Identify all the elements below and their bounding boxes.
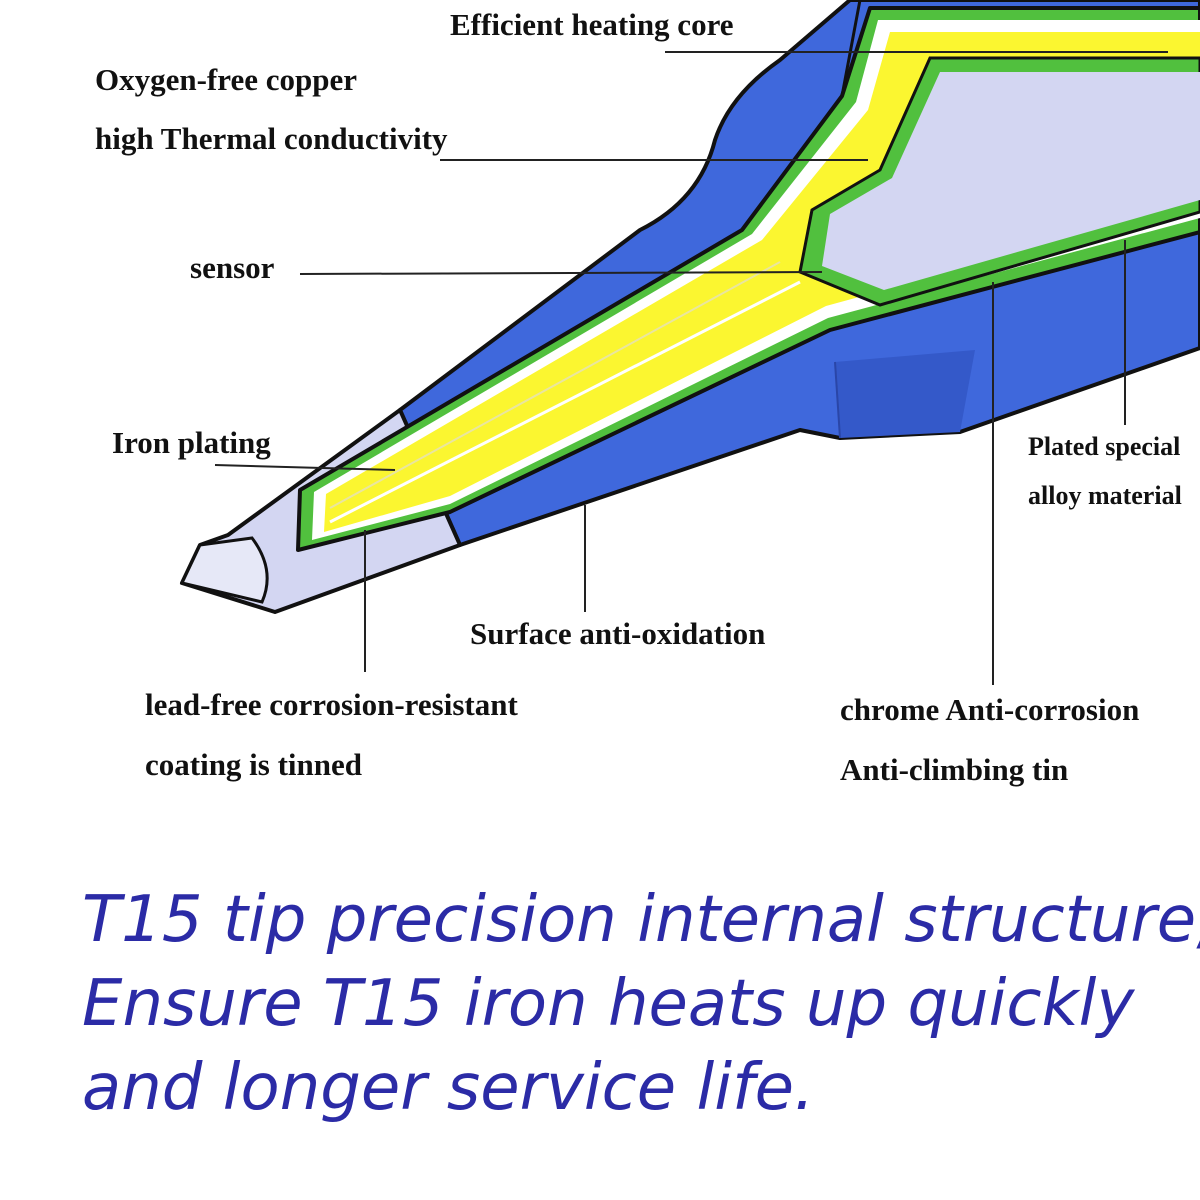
- label-sensor: sensor: [190, 250, 275, 285]
- label-chrome-line1: chrome Anti-corrosion: [840, 692, 1139, 727]
- core-streak-1: [329, 280, 801, 524]
- caption-line-2: Ensure T15 iron heats up quickly: [82, 967, 1135, 1041]
- label-surface: Surface anti-oxidation: [470, 616, 765, 651]
- label-copper-line2: high Thermal conductivity: [95, 121, 448, 156]
- label-lead-free-line2: coating is tinned: [145, 747, 362, 782]
- leader-sensor: [299, 271, 823, 275]
- soldering-tip-cross-section-diagram: Efficient heating core Oxygen-free coppe…: [95, 0, 1200, 787]
- shell-shadow-edge: [834, 361, 841, 439]
- label-lead-free-line1: lead-free corrosion-resistant: [145, 687, 518, 722]
- chisel-face: [179, 536, 269, 604]
- core-streak-2: [329, 261, 781, 509]
- lower-body-edge: [297, 230, 1200, 552]
- label-chrome-line2: Anti-climbing tin: [840, 752, 1068, 787]
- upper-body-edge: [299, 0, 862, 492]
- label-plated-line2: alloy material: [1028, 481, 1182, 510]
- caption-line-3: and longer service life.: [82, 1051, 815, 1125]
- label-heating-core: Efficient heating core: [450, 7, 734, 42]
- label-copper-line1: Oxygen-free copper: [95, 62, 357, 97]
- heating-core: [822, 72, 1200, 290]
- caption-line-1: T15 tip precision internal structure,: [82, 883, 1200, 957]
- leader-iron-plating: [214, 464, 396, 471]
- label-iron-plating: Iron plating: [112, 425, 271, 460]
- shell-shadow: [835, 350, 975, 438]
- label-plated-line1: Plated special: [1028, 432, 1180, 461]
- caption-text-block: T15 tip precision internal structure, En…: [82, 878, 1200, 1130]
